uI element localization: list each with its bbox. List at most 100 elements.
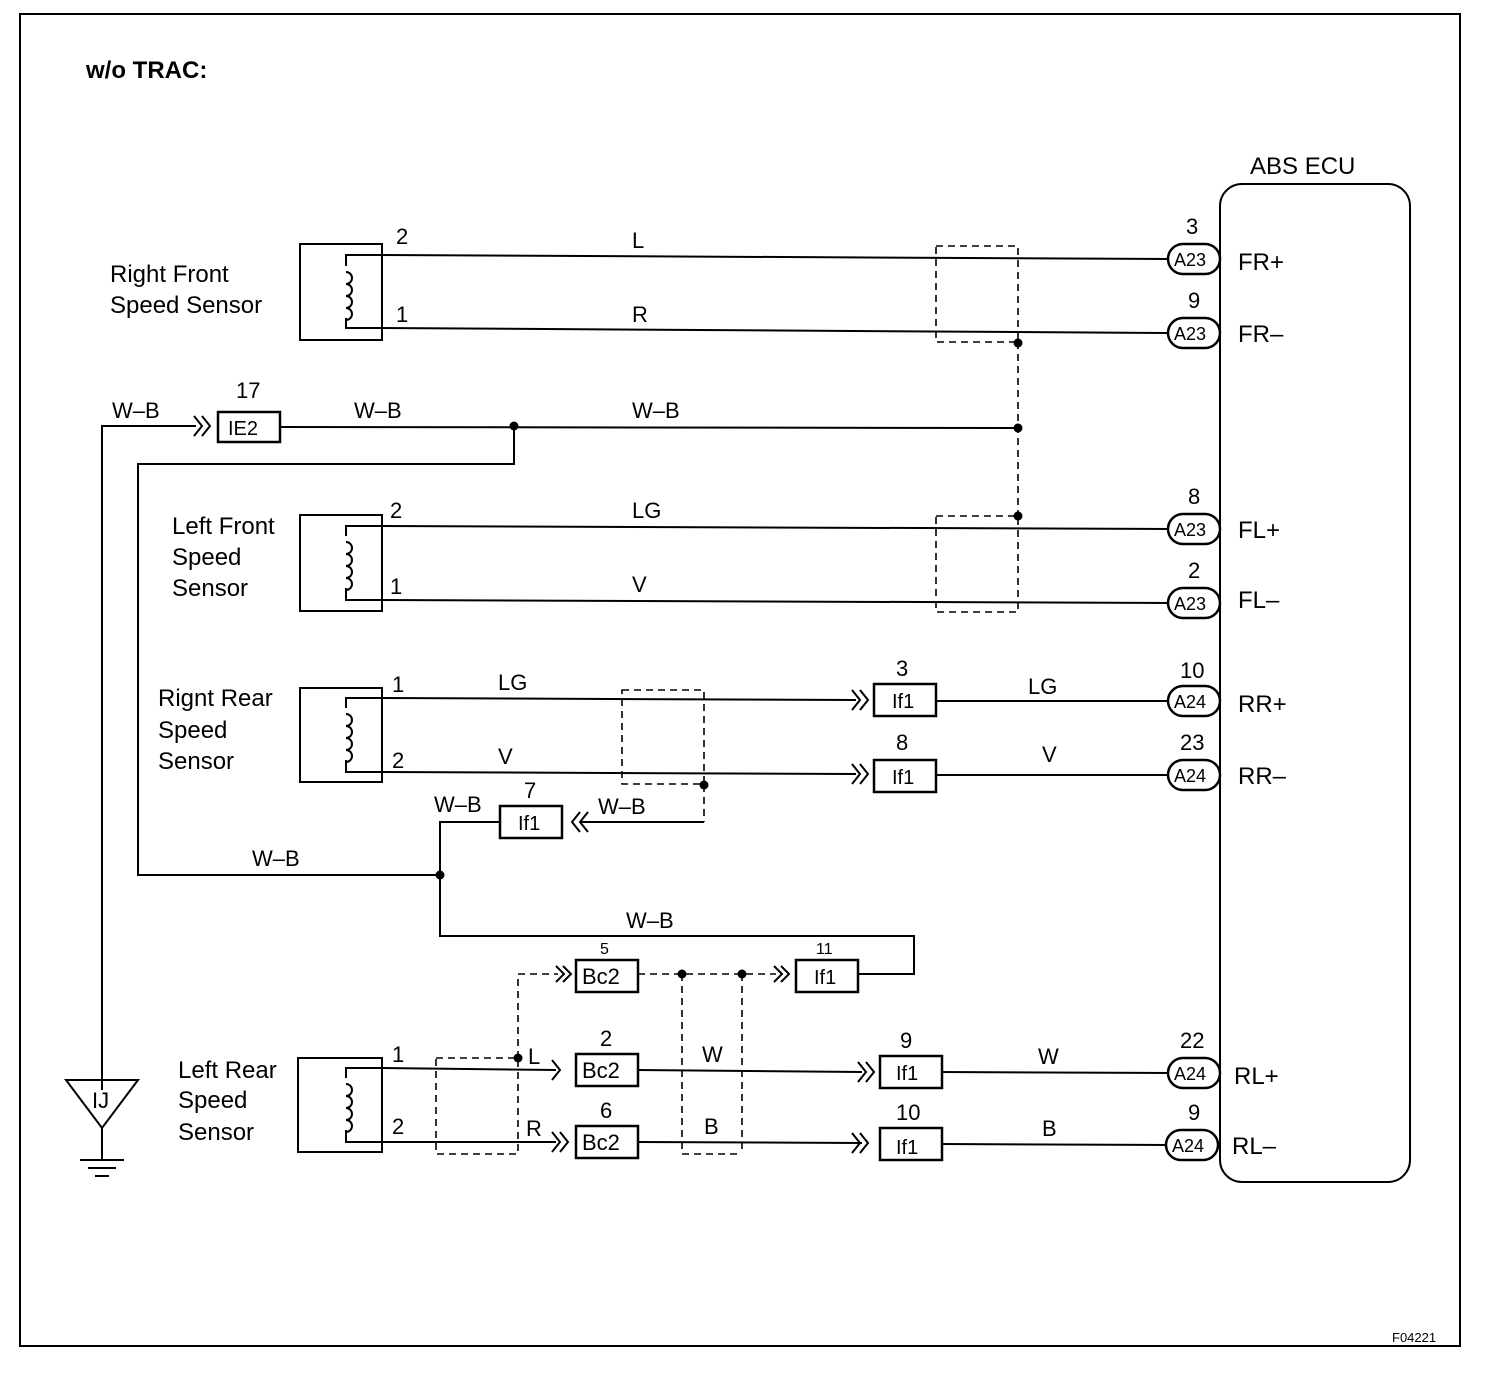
sensor-label: Sensor (172, 575, 248, 602)
connector-id: If1 (892, 767, 914, 789)
connector-id: If1 (518, 813, 540, 835)
pin-number: 1 (396, 302, 408, 327)
connector-bc2-6: 6 Bc2 (574, 1098, 640, 1160)
connector-id: Bc2 (582, 1058, 620, 1083)
pin-number: 10 (1180, 658, 1204, 683)
wire-color: LG (1028, 674, 1057, 699)
pin-label: FR– (1238, 321, 1284, 348)
pin-number: 3 (1186, 214, 1198, 239)
sensor-label: Speed Sensor (110, 292, 262, 319)
shield (935, 245, 1019, 343)
connector-bc2-2: 2 Bc2 (574, 1026, 640, 1088)
wire-color: R (526, 1116, 542, 1141)
connector-pin: 5 (600, 941, 609, 958)
pin-number: 8 (1188, 484, 1200, 509)
ground-ij: IJ (64, 1079, 140, 1177)
wire-color: W–B (434, 792, 482, 817)
wire-color: L (528, 1044, 540, 1069)
connector-id: A23 (1174, 594, 1206, 614)
pin-label: RL+ (1234, 1063, 1279, 1090)
connector-pin: 2 (600, 1026, 612, 1051)
ecu-pin-fr-minus: 9 A23 FR– (1166, 288, 1284, 350)
connector-if1-3: 3 If1 (872, 656, 938, 718)
connector-id: A24 (1174, 692, 1206, 712)
diagram-frame (19, 13, 1461, 1347)
wire-color: L (632, 228, 644, 253)
pin-number: 23 (1180, 730, 1204, 755)
connector-id: A23 (1174, 250, 1206, 270)
ecu-pin-rl-minus: 9 A24 RL– (1164, 1100, 1277, 1162)
sensor-label: Right Front (110, 261, 229, 288)
shield (435, 1057, 519, 1155)
ecu-pin-fr-plus: 3 A23 FR+ (1166, 214, 1284, 276)
sensor-box (299, 514, 383, 612)
connector-bc2-5: 5 Bc2 (574, 941, 640, 994)
wire-color: W–B (112, 398, 160, 423)
ecu-pin-rr-plus: 10 A24 RR+ (1166, 658, 1287, 718)
connector-pin: 7 (524, 778, 536, 803)
ecu-pin-rl-plus: 22 A24 RL+ (1166, 1028, 1279, 1090)
connector-id: Bc2 (582, 964, 620, 989)
connector-id: If1 (892, 691, 914, 713)
wire-color: V (498, 744, 513, 769)
sensor-left-front: Left Front Speed Sensor 2 1 (172, 498, 402, 612)
connector-id: A24 (1174, 1064, 1206, 1084)
wire-color: B (1042, 1116, 1057, 1141)
wire-color: W–B (598, 794, 646, 819)
wire-color: W (1038, 1044, 1059, 1069)
pin-label: RR– (1238, 763, 1287, 790)
connector-if1-9: 9 If1 (878, 1028, 944, 1090)
ecu-pin-fl-plus: 8 A23 FL+ (1166, 484, 1280, 546)
sensor-label: Speed (158, 717, 227, 744)
wire-color: W–B (632, 398, 680, 423)
sensor-left-rear: Left Rear Speed Sensor 1 2 (178, 1042, 404, 1153)
connector-if1-11: 11 If1 (794, 941, 860, 994)
pin-label: FL+ (1238, 517, 1280, 544)
shield (935, 515, 1019, 613)
sensor-label: Sensor (178, 1119, 254, 1146)
connector-pin: 17 (236, 378, 260, 403)
ground-id: IJ (92, 1088, 109, 1113)
figure-code: F04221 (1392, 1330, 1436, 1345)
connector-id: If1 (896, 1063, 918, 1085)
abs-ecu-box (1219, 183, 1411, 1183)
connector-id: IE2 (228, 418, 258, 440)
connector-if1-10: 10 If1 (878, 1100, 944, 1162)
connector-pin: 8 (896, 730, 908, 755)
connector-ie2: 17 IE2 (216, 378, 282, 444)
connector-pin: 3 (896, 656, 908, 681)
connector-if1-7: 7 If1 (498, 778, 564, 840)
pin-number: 1 (392, 1042, 404, 1067)
pin-number: 1 (390, 574, 402, 599)
pin-number: 9 (1188, 1100, 1200, 1125)
pin-label: RR+ (1238, 691, 1287, 718)
wire-color: B (704, 1114, 719, 1139)
diagram-title: w/o TRAC: (85, 57, 207, 84)
wire-color: V (1042, 742, 1057, 767)
sensor-label: Left Front (172, 513, 275, 540)
wire-color: W–B (252, 846, 300, 871)
connector-id: A23 (1174, 520, 1206, 540)
pin-label: FL– (1238, 587, 1280, 614)
ecu-name: ABS ECU (1250, 153, 1355, 180)
pin-number: 2 (392, 748, 404, 773)
wire-color: R (632, 302, 648, 327)
pin-label: RL– (1232, 1133, 1277, 1160)
connector-pin: 6 (600, 1098, 612, 1123)
shield (621, 689, 705, 785)
ecu-pin-fl-minus: 2 A23 FL– (1166, 558, 1280, 620)
wire-color: V (632, 572, 647, 597)
connector-id: A24 (1174, 766, 1206, 786)
connector-id: If1 (814, 967, 836, 989)
wire-color: W–B (626, 908, 674, 933)
connector-id: A23 (1174, 324, 1206, 344)
sensor-box (299, 687, 383, 783)
connector-pin: 10 (896, 1100, 920, 1125)
ecu-pin-rr-minus: 23 A24 RR– (1166, 730, 1287, 792)
sensor-label: Speed (172, 544, 241, 571)
sensor-box (299, 243, 383, 341)
connector-id: A24 (1172, 1136, 1204, 1156)
sensor-label: Rignt Rear (158, 685, 273, 712)
pin-label: FR+ (1238, 249, 1284, 276)
